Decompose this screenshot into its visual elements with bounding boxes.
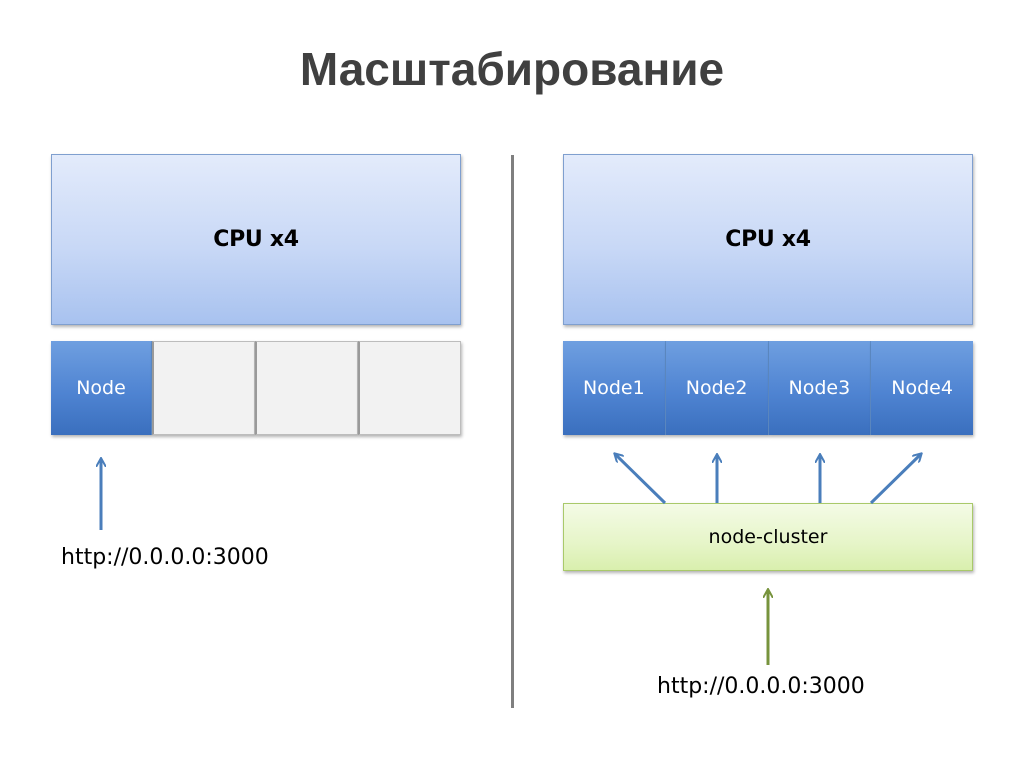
arrow-cluster-to-node4 — [869, 454, 921, 505]
empty-core-cell-4 — [358, 341, 461, 435]
core-row-right: Node1 Node2 Node3 Node4 — [563, 341, 973, 435]
node1-cell: Node1 — [563, 341, 666, 435]
cpu-label-left: CPU x4 — [213, 227, 299, 252]
node4-cell: Node4 — [871, 341, 973, 435]
node2-label: Node2 — [685, 377, 748, 399]
cpu-box-right: CPU x4 — [563, 154, 973, 325]
vertical-divider — [511, 155, 514, 708]
cpu-label-right: CPU x4 — [725, 227, 811, 252]
node1-label: Node1 — [583, 377, 645, 399]
core-row-left: Node — [51, 341, 461, 435]
empty-core-cell-2 — [152, 341, 255, 435]
cluster-label: node-cluster — [708, 526, 828, 548]
cpu-box-left: CPU x4 — [51, 154, 461, 325]
node3-label: Node3 — [788, 377, 851, 399]
node4-label: Node4 — [891, 377, 953, 399]
node-cell: Node — [51, 341, 152, 435]
node3-cell: Node3 — [768, 341, 872, 435]
node2-cell: Node2 — [665, 341, 769, 435]
arrow-cluster-to-node1 — [615, 454, 667, 505]
node-label: Node — [76, 377, 126, 399]
slide-title: Масштабирование — [299, 43, 725, 95]
empty-core-cell-3 — [255, 341, 358, 435]
url-left: http://0.0.0.0:3000 — [61, 545, 269, 570]
url-right: http://0.0.0.0:3000 — [657, 674, 865, 699]
node-cluster-box: node-cluster — [563, 503, 973, 571]
